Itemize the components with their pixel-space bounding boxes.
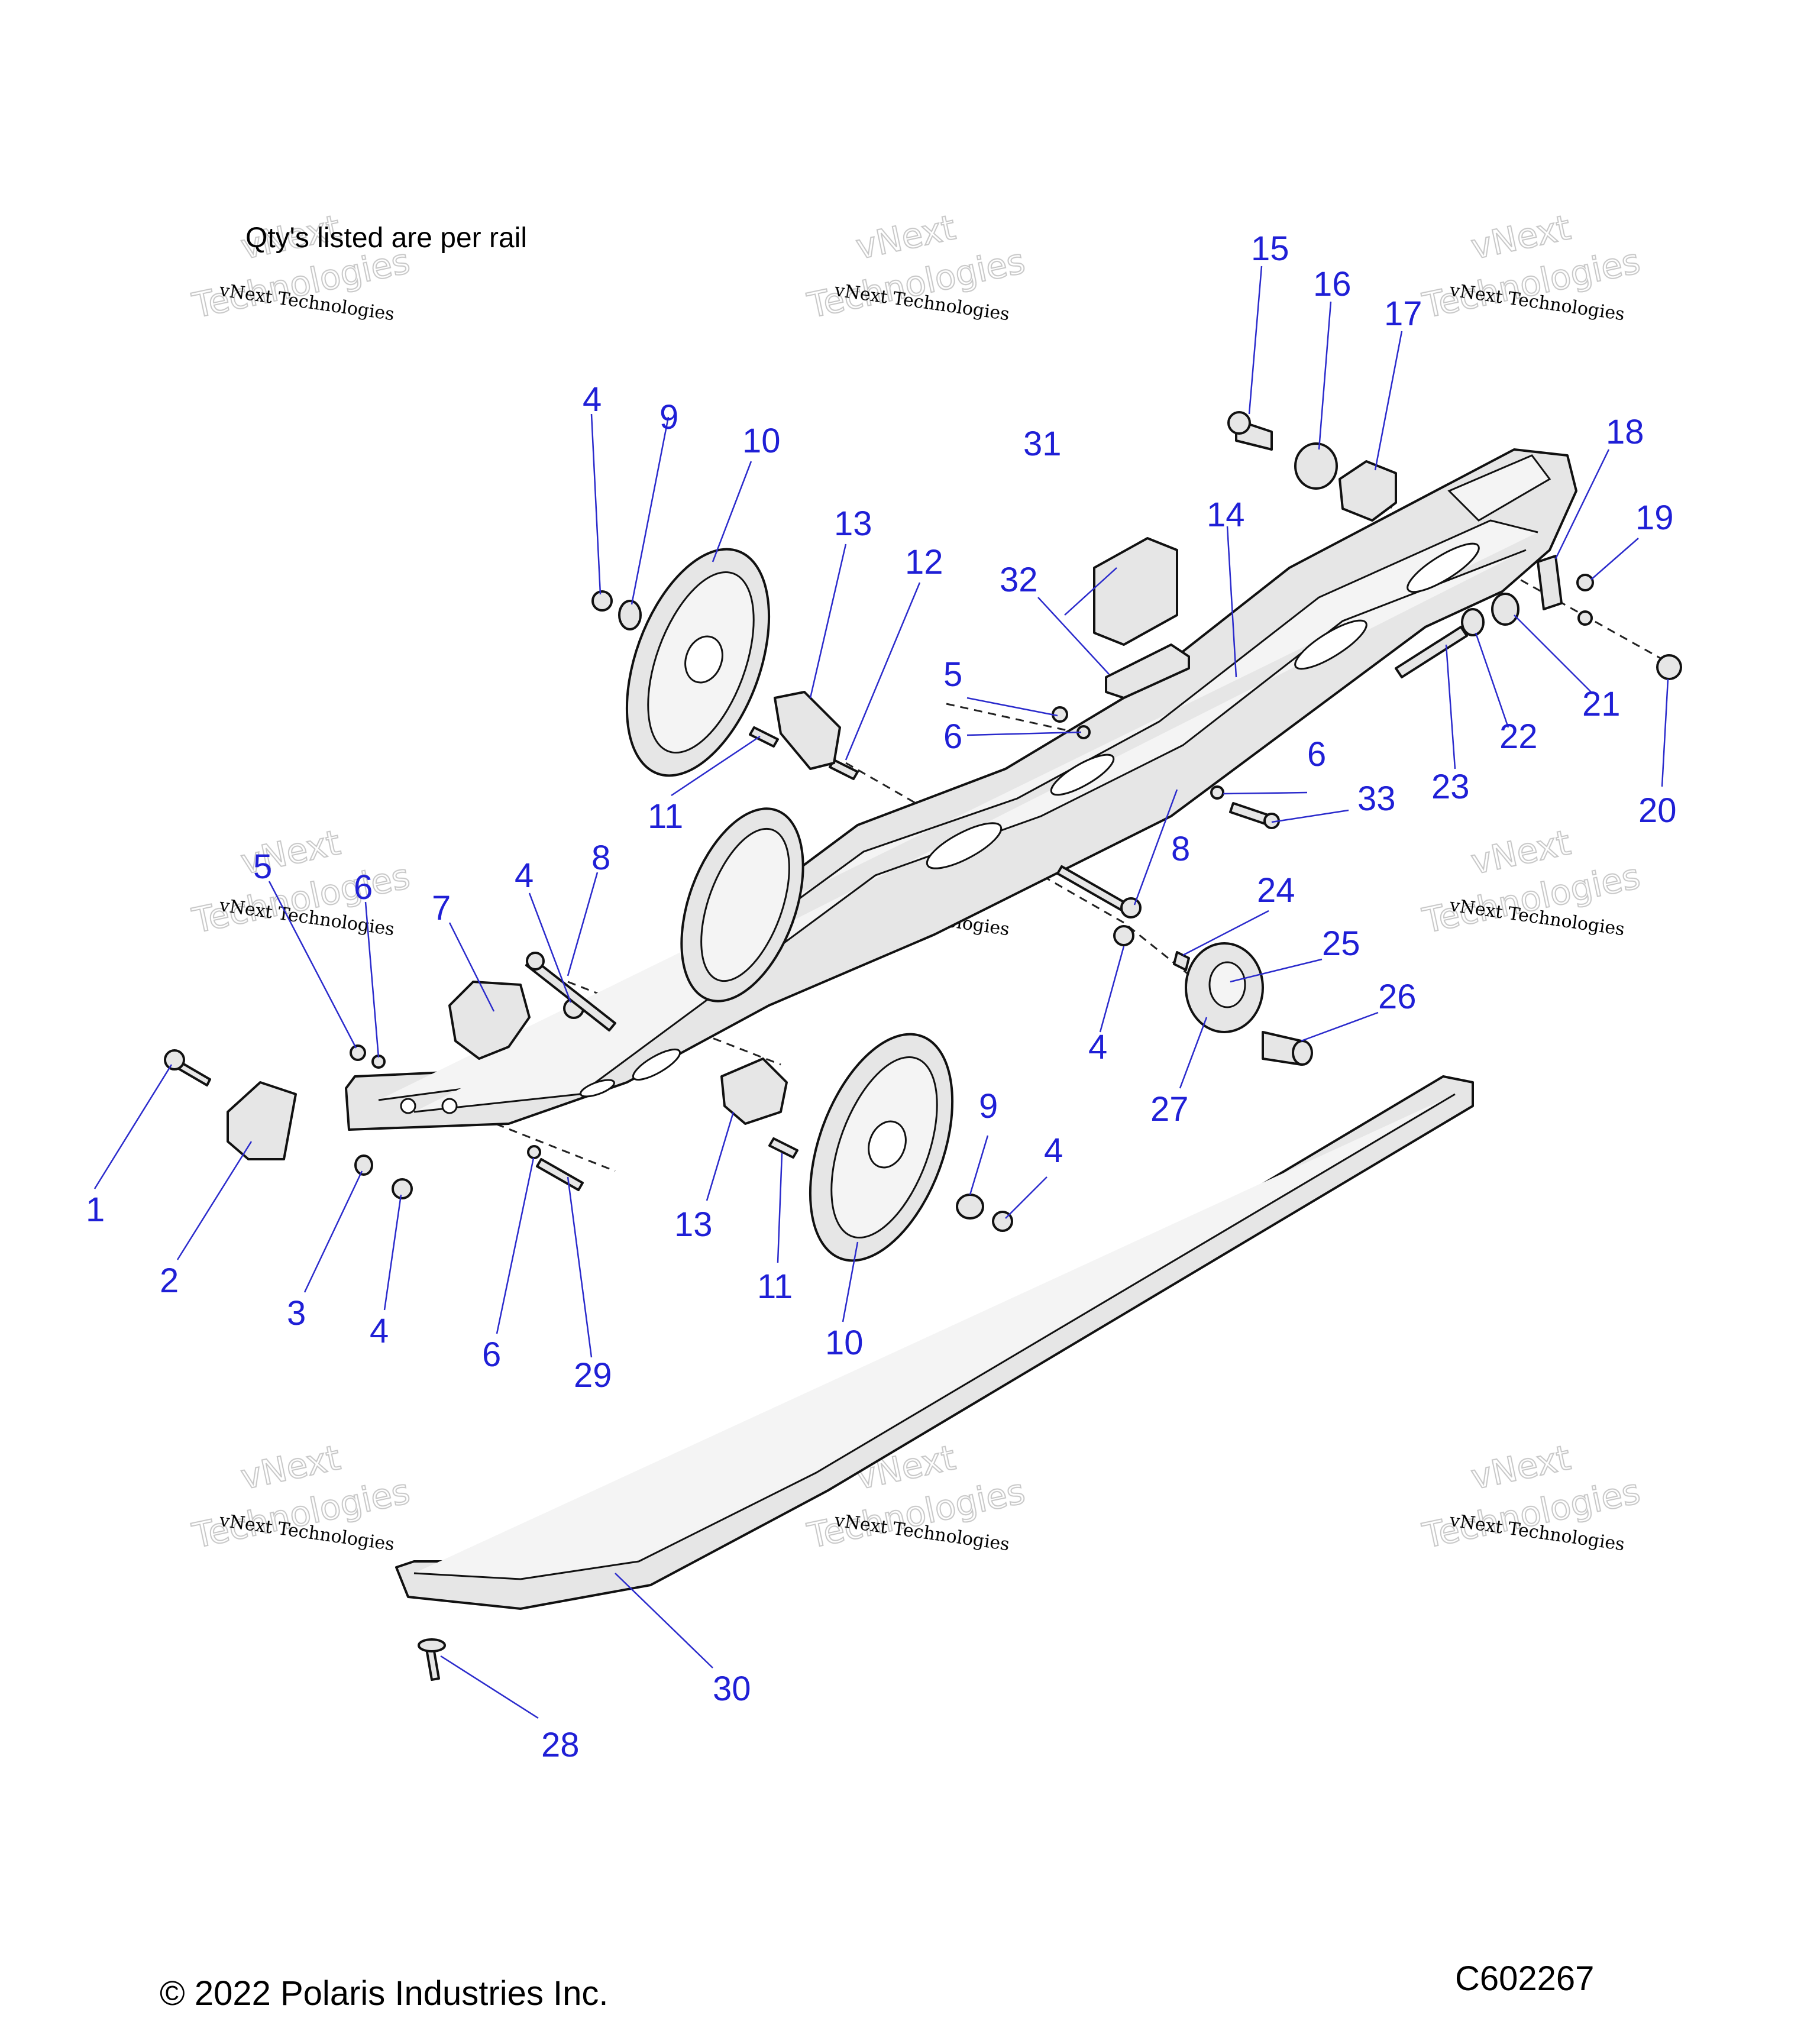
- callout-32: 32: [1000, 561, 1038, 599]
- callout-1: 1: [86, 1191, 105, 1229]
- callout-9: 9: [659, 398, 678, 436]
- callout-10: 10: [742, 422, 781, 460]
- callout-23: 23: [1431, 768, 1470, 806]
- callout-4: 4: [370, 1312, 389, 1350]
- callout-13: 13: [674, 1205, 713, 1244]
- callout-7: 7: [432, 889, 451, 927]
- copyright: © 2022 Polaris Industries Inc.: [160, 1974, 608, 2013]
- callout-5: 5: [943, 655, 962, 694]
- callout-3: 3: [287, 1294, 306, 1333]
- callout-10: 10: [825, 1324, 864, 1362]
- wheel-upper: [625, 548, 771, 777]
- callout-13: 13: [834, 504, 872, 543]
- callout-31: 31: [1023, 425, 1062, 463]
- callout-27: 27: [1150, 1090, 1189, 1128]
- callout-20: 20: [1638, 791, 1677, 830]
- callout-2: 2: [160, 1262, 179, 1300]
- callout-11: 11: [757, 1267, 793, 1306]
- callout-8: 8: [591, 839, 610, 877]
- callout-24: 24: [1257, 871, 1295, 910]
- callout-19: 19: [1635, 499, 1674, 537]
- wheel-middle: [680, 807, 804, 1002]
- callout-22: 22: [1499, 717, 1538, 756]
- callout-33: 33: [1357, 780, 1396, 818]
- callout-9: 9: [979, 1087, 998, 1126]
- callout-26: 26: [1378, 978, 1417, 1016]
- callout-4: 4: [1088, 1028, 1107, 1066]
- callout-14: 14: [1207, 496, 1245, 534]
- callout-4: 4: [583, 380, 602, 419]
- callout-29: 29: [574, 1356, 612, 1395]
- callout-6: 6: [482, 1335, 501, 1374]
- callout-labels: 1 2 3 4 4 4 4 4 5 5 6 6 6 6 7 8 8 9 9 10…: [86, 229, 1677, 1764]
- callout-12: 12: [905, 543, 943, 581]
- callout-18: 18: [1606, 413, 1644, 451]
- callout-16: 16: [1313, 265, 1352, 303]
- callout-30: 30: [713, 1670, 751, 1708]
- callout-4: 4: [515, 856, 534, 895]
- leader-lines: [93, 266, 1669, 1719]
- callout-6: 6: [1307, 735, 1326, 774]
- callout-6: 6: [354, 868, 373, 907]
- callout-8: 8: [1171, 830, 1190, 868]
- quantity-note: Qty's listed are per rail: [245, 222, 527, 254]
- callout-4: 4: [1044, 1131, 1063, 1170]
- figure-code: C602267: [1455, 1959, 1594, 1998]
- callout-28: 28: [541, 1726, 580, 1764]
- callout-11: 11: [648, 797, 683, 836]
- slide: [395, 1075, 1474, 1610]
- callout-5: 5: [253, 848, 272, 886]
- wheel-lower: [809, 1033, 954, 1262]
- callout-6: 6: [943, 717, 962, 756]
- callout-15: 15: [1251, 229, 1289, 268]
- callout-25: 25: [1322, 924, 1360, 963]
- callout-17: 17: [1384, 295, 1422, 333]
- callout-21: 21: [1582, 685, 1621, 723]
